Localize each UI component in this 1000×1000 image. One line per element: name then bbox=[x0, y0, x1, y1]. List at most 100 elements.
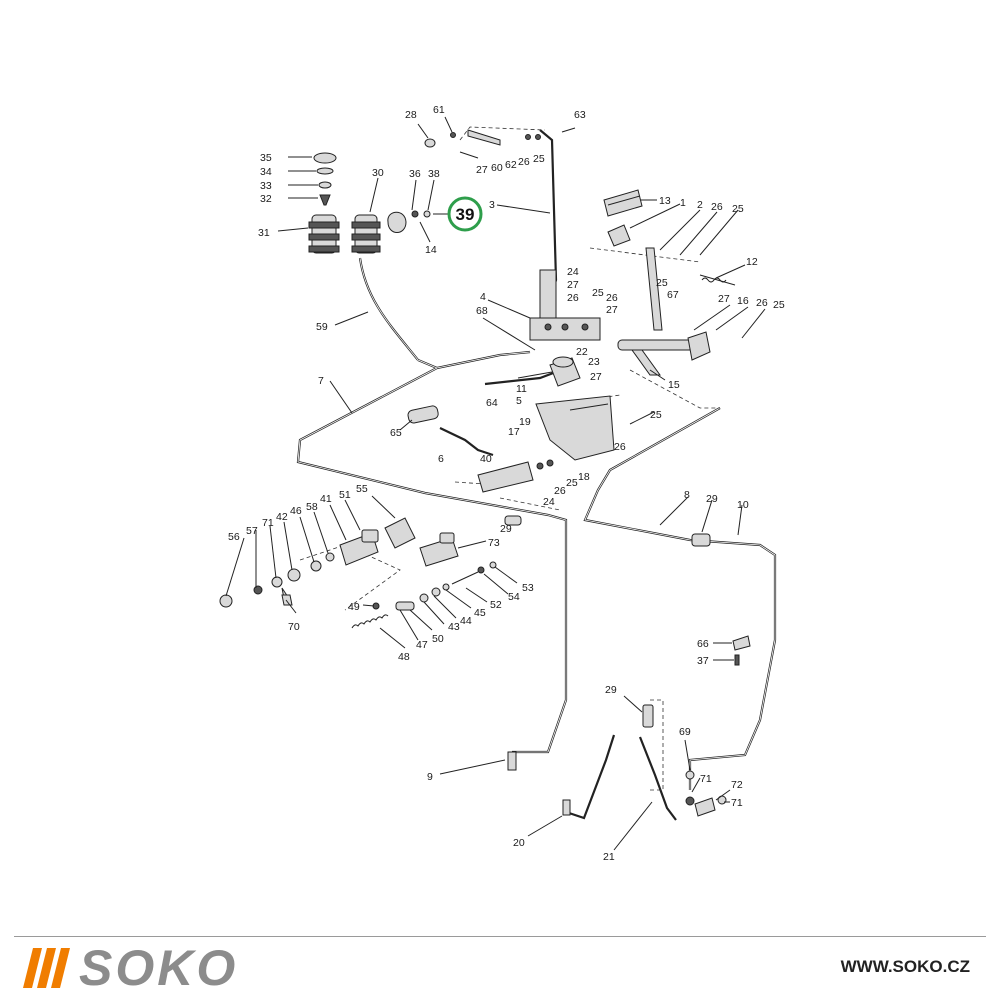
callout-12: 12 bbox=[746, 256, 758, 268]
connector-29b bbox=[691, 533, 711, 547]
callout-48: 48 bbox=[398, 651, 410, 663]
callout-53: 53 bbox=[522, 582, 534, 594]
callout-69: 69 bbox=[679, 726, 691, 738]
cap-35 bbox=[313, 152, 337, 164]
callout-3: 3 bbox=[489, 199, 495, 211]
callout-58: 58 bbox=[306, 501, 318, 513]
callout-50: 50 bbox=[432, 633, 444, 645]
callout-73: 73 bbox=[488, 537, 500, 549]
callout-25: 25 bbox=[773, 299, 785, 311]
callout-71: 71 bbox=[731, 797, 743, 809]
callout-34: 34 bbox=[260, 166, 272, 178]
callout-24: 24 bbox=[567, 266, 579, 278]
callout-21: 21 bbox=[603, 851, 615, 863]
callout-61: 61 bbox=[433, 104, 445, 116]
callout-23: 23 bbox=[588, 356, 600, 368]
callout-67: 67 bbox=[667, 289, 679, 301]
bracket-5 bbox=[535, 395, 615, 461]
callout-66: 66 bbox=[697, 638, 709, 650]
callout-20: 20 bbox=[513, 837, 525, 849]
callout-52: 52 bbox=[490, 599, 502, 611]
callout-27: 27 bbox=[567, 279, 579, 291]
callout-26: 26 bbox=[567, 292, 579, 304]
leader-lines bbox=[225, 116, 766, 851]
callout-25: 25 bbox=[650, 409, 662, 421]
callout-49: 49 bbox=[348, 601, 360, 613]
callout-6: 6 bbox=[438, 453, 444, 465]
footer-divider bbox=[14, 936, 986, 937]
callout-43: 43 bbox=[448, 621, 460, 633]
callout-46: 46 bbox=[290, 505, 302, 517]
callout-29: 29 bbox=[500, 523, 512, 535]
callout-18: 18 bbox=[578, 471, 590, 483]
callout-27: 27 bbox=[606, 304, 618, 316]
callout-22: 22 bbox=[576, 346, 588, 358]
callout-24: 24 bbox=[543, 496, 555, 508]
brand-name: SOKO bbox=[79, 940, 239, 996]
callout-56: 56 bbox=[228, 531, 240, 543]
fitting-56 bbox=[219, 594, 233, 608]
callout-44: 44 bbox=[460, 615, 472, 627]
boot-55 bbox=[384, 517, 416, 549]
callout-33: 33 bbox=[260, 180, 272, 192]
callout-19: 19 bbox=[519, 416, 531, 428]
connector-29a bbox=[504, 515, 522, 526]
callout-40: 40 bbox=[480, 453, 492, 465]
slave-cylinder-65 bbox=[407, 405, 439, 424]
clamp-36 bbox=[387, 211, 407, 233]
cylinder-40 bbox=[477, 461, 534, 493]
callout-25: 25 bbox=[533, 153, 545, 165]
callout-7: 7 bbox=[318, 375, 324, 387]
callout-26: 26 bbox=[518, 156, 530, 168]
connector-29c bbox=[642, 704, 654, 728]
callout-31: 31 bbox=[258, 227, 270, 239]
callout-1: 1 bbox=[680, 197, 686, 209]
callout-72: 72 bbox=[731, 779, 743, 791]
callout-26: 26 bbox=[756, 297, 768, 309]
callout-36: 36 bbox=[409, 168, 421, 180]
callout-29: 29 bbox=[706, 493, 718, 505]
callout-26: 26 bbox=[614, 441, 626, 453]
callout-71: 71 bbox=[262, 517, 274, 529]
callout-35: 35 bbox=[260, 152, 272, 164]
callout-26: 26 bbox=[554, 485, 566, 497]
callout-54: 54 bbox=[508, 591, 520, 603]
callout-17: 17 bbox=[508, 426, 520, 438]
callout-38: 38 bbox=[428, 168, 440, 180]
callout-30: 30 bbox=[372, 167, 384, 179]
callout-63: 63 bbox=[574, 109, 586, 121]
callout-25: 25 bbox=[566, 477, 578, 489]
callout-15: 15 bbox=[668, 379, 680, 391]
callout-4: 4 bbox=[480, 291, 486, 303]
callout-37: 37 bbox=[697, 655, 709, 667]
callout-25: 25 bbox=[656, 277, 668, 289]
pedal-shaft bbox=[617, 339, 697, 351]
callout-10: 10 bbox=[737, 499, 749, 511]
callout-42: 42 bbox=[276, 511, 288, 523]
callout-26: 26 bbox=[606, 292, 618, 304]
soko-logo: SOKO bbox=[23, 940, 239, 996]
callout-60: 60 bbox=[491, 162, 503, 174]
callout-11: 11 bbox=[516, 383, 527, 395]
callout-8: 8 bbox=[684, 489, 690, 501]
callout-29: 29 bbox=[605, 684, 617, 696]
callout-28: 28 bbox=[405, 109, 417, 121]
callout-65: 65 bbox=[390, 427, 402, 439]
parts bbox=[219, 127, 751, 817]
clutch-brake-exploded-diagram: 28 61 63 27 60 62 26 25 35 34 33 32 31 3… bbox=[219, 104, 785, 863]
callout-59: 59 bbox=[316, 321, 328, 333]
callout-41: 41 bbox=[320, 493, 332, 505]
callout-14: 14 bbox=[425, 244, 437, 256]
callout-47: 47 bbox=[416, 639, 428, 651]
pipe-20 bbox=[565, 734, 616, 820]
callout-25: 25 bbox=[592, 287, 604, 299]
logo-stripes-icon bbox=[23, 948, 70, 988]
pipe-21 bbox=[638, 736, 677, 821]
pedal-pad-13 bbox=[603, 189, 643, 217]
callout-26: 26 bbox=[711, 201, 723, 213]
callout-27: 27 bbox=[718, 293, 730, 305]
spring-48 bbox=[351, 614, 389, 629]
part-callouts: 28 61 63 27 60 62 26 25 35 34 33 32 31 3… bbox=[228, 104, 785, 863]
callout-16: 16 bbox=[737, 295, 749, 307]
website-link[interactable]: WWW.SOKO.CZ bbox=[840, 957, 970, 976]
